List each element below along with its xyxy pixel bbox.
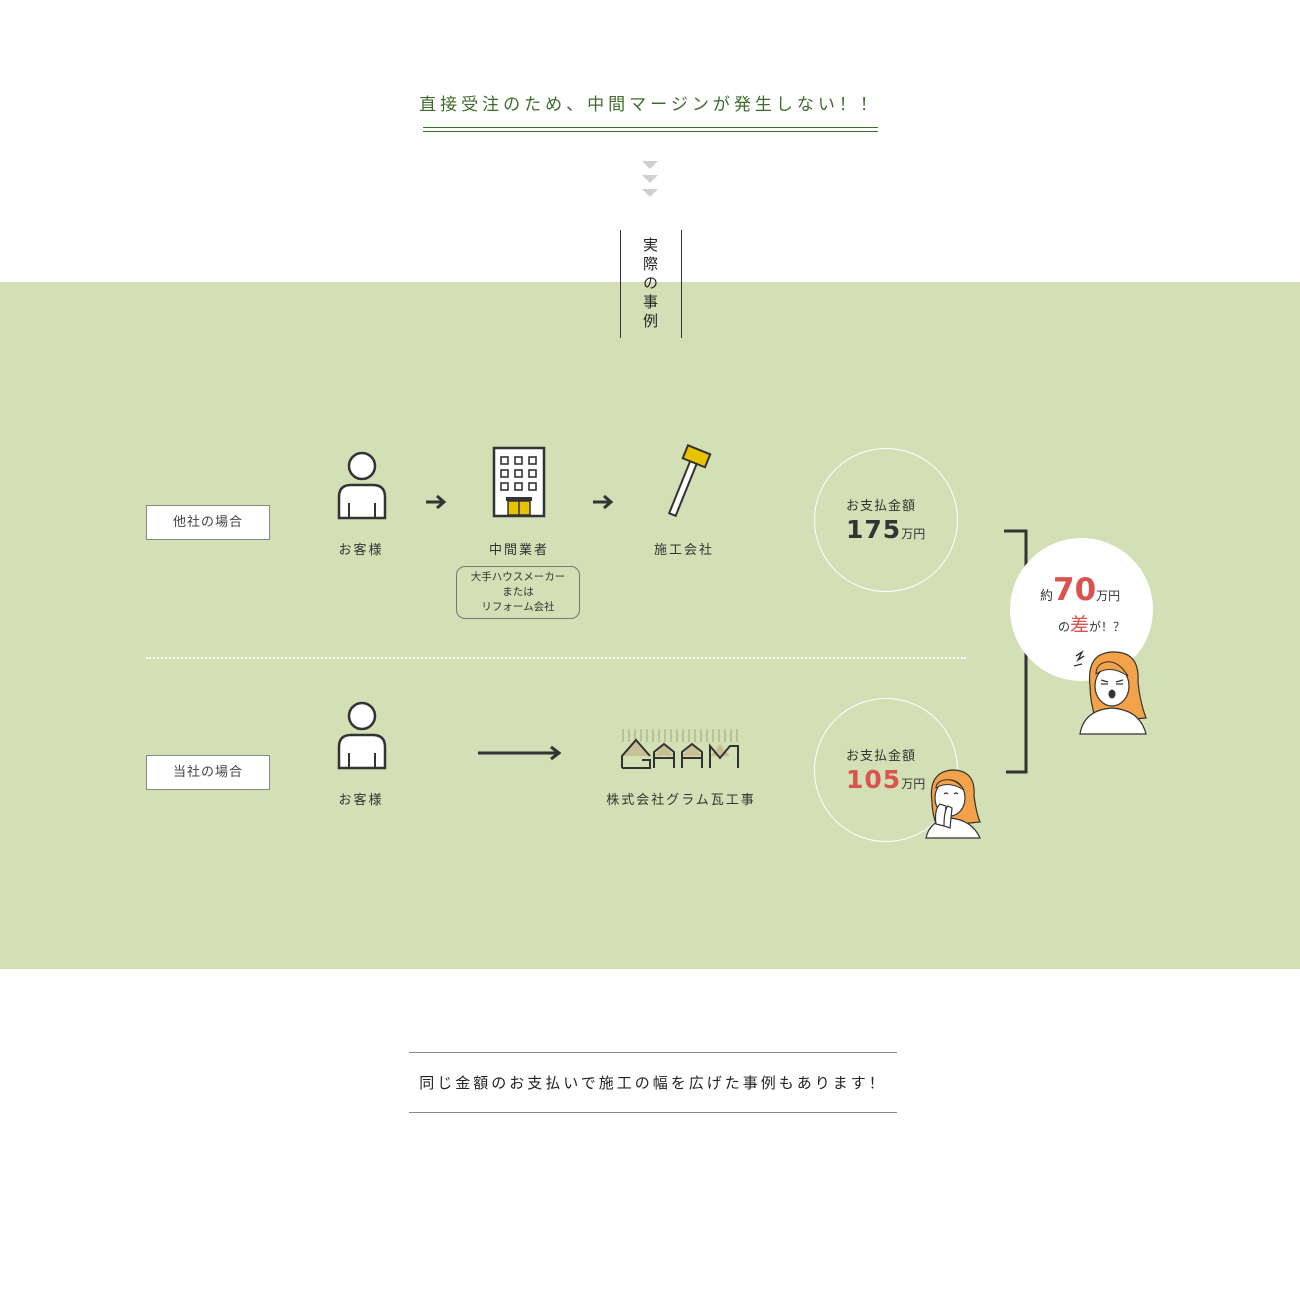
hammer-icon <box>667 443 712 518</box>
middleman-note-line: または <box>502 586 534 598</box>
difference-line2-prefix: の <box>1058 620 1071 634</box>
customer-label: お客様 <box>338 543 384 558</box>
footer-rule-top <box>409 1052 897 1053</box>
difference-prefix: 約 <box>1040 589 1054 604</box>
our-payment-label: お支払金額 <box>846 749 917 764</box>
happy-woman-icon <box>925 769 981 839</box>
customer-label: お客様 <box>338 793 384 808</box>
difference-amount: 70 <box>1053 572 1097 608</box>
headline-underline-top <box>423 127 878 128</box>
section-title: 実際の事例 <box>641 236 659 332</box>
long-arrow-right-icon <box>478 745 562 761</box>
difference-line2: の差が！？ <box>1058 610 1125 637</box>
shocked-woman-icon <box>1073 649 1147 735</box>
our-case-label: 当社の場合 <box>146 755 270 790</box>
middleman-note-line: 大手ハウスメーカー <box>470 571 566 583</box>
our-payment-value: 105万円 <box>846 765 925 794</box>
arrow-right-icon <box>593 494 614 510</box>
difference-emphasis: 差 <box>1070 614 1090 636</box>
arrow-right-icon <box>426 494 447 510</box>
down-chevrons-icon <box>642 161 658 197</box>
difference-unit: 万円 <box>1096 589 1121 603</box>
company-logo-icon <box>621 729 739 769</box>
middleman-label: 中間業者 <box>488 543 549 558</box>
company-label: 株式会社グラム瓦工事 <box>606 793 756 808</box>
building-icon <box>492 446 546 518</box>
other-payment-unit: 万円 <box>901 527 926 541</box>
footer-rule-bottom <box>409 1112 897 1113</box>
other-payment-value: 175万円 <box>846 515 925 544</box>
headline: 直接受注のため、中間マージンが発生しない！！ <box>419 95 881 115</box>
headline-underline-bottom <box>423 131 878 132</box>
section-title-frame <box>620 230 682 338</box>
difference-line2-suffix: が！？ <box>1089 620 1126 634</box>
middleman-note: 大手ハウスメーカー または リフォーム会社 <box>456 566 580 619</box>
our-payment-unit: 万円 <box>901 777 926 791</box>
footer-text: 同じ金額のお支払いで施工の幅を広げた事例もあります！ <box>419 1074 887 1092</box>
difference-line1: 約70万円 <box>1040 572 1120 608</box>
middleman-note-line: リフォーム会社 <box>481 601 555 613</box>
other-payment-circle <box>814 448 958 592</box>
customer-icon <box>337 701 387 770</box>
other-payment-label: お支払金額 <box>846 499 917 514</box>
other-case-label: 他社の場合 <box>146 505 270 540</box>
case-divider <box>146 657 966 659</box>
other-payment-amount: 175 <box>846 515 902 544</box>
contractor-label: 施工会社 <box>653 543 714 558</box>
our-payment-amount: 105 <box>846 765 902 794</box>
customer-icon <box>337 451 387 520</box>
